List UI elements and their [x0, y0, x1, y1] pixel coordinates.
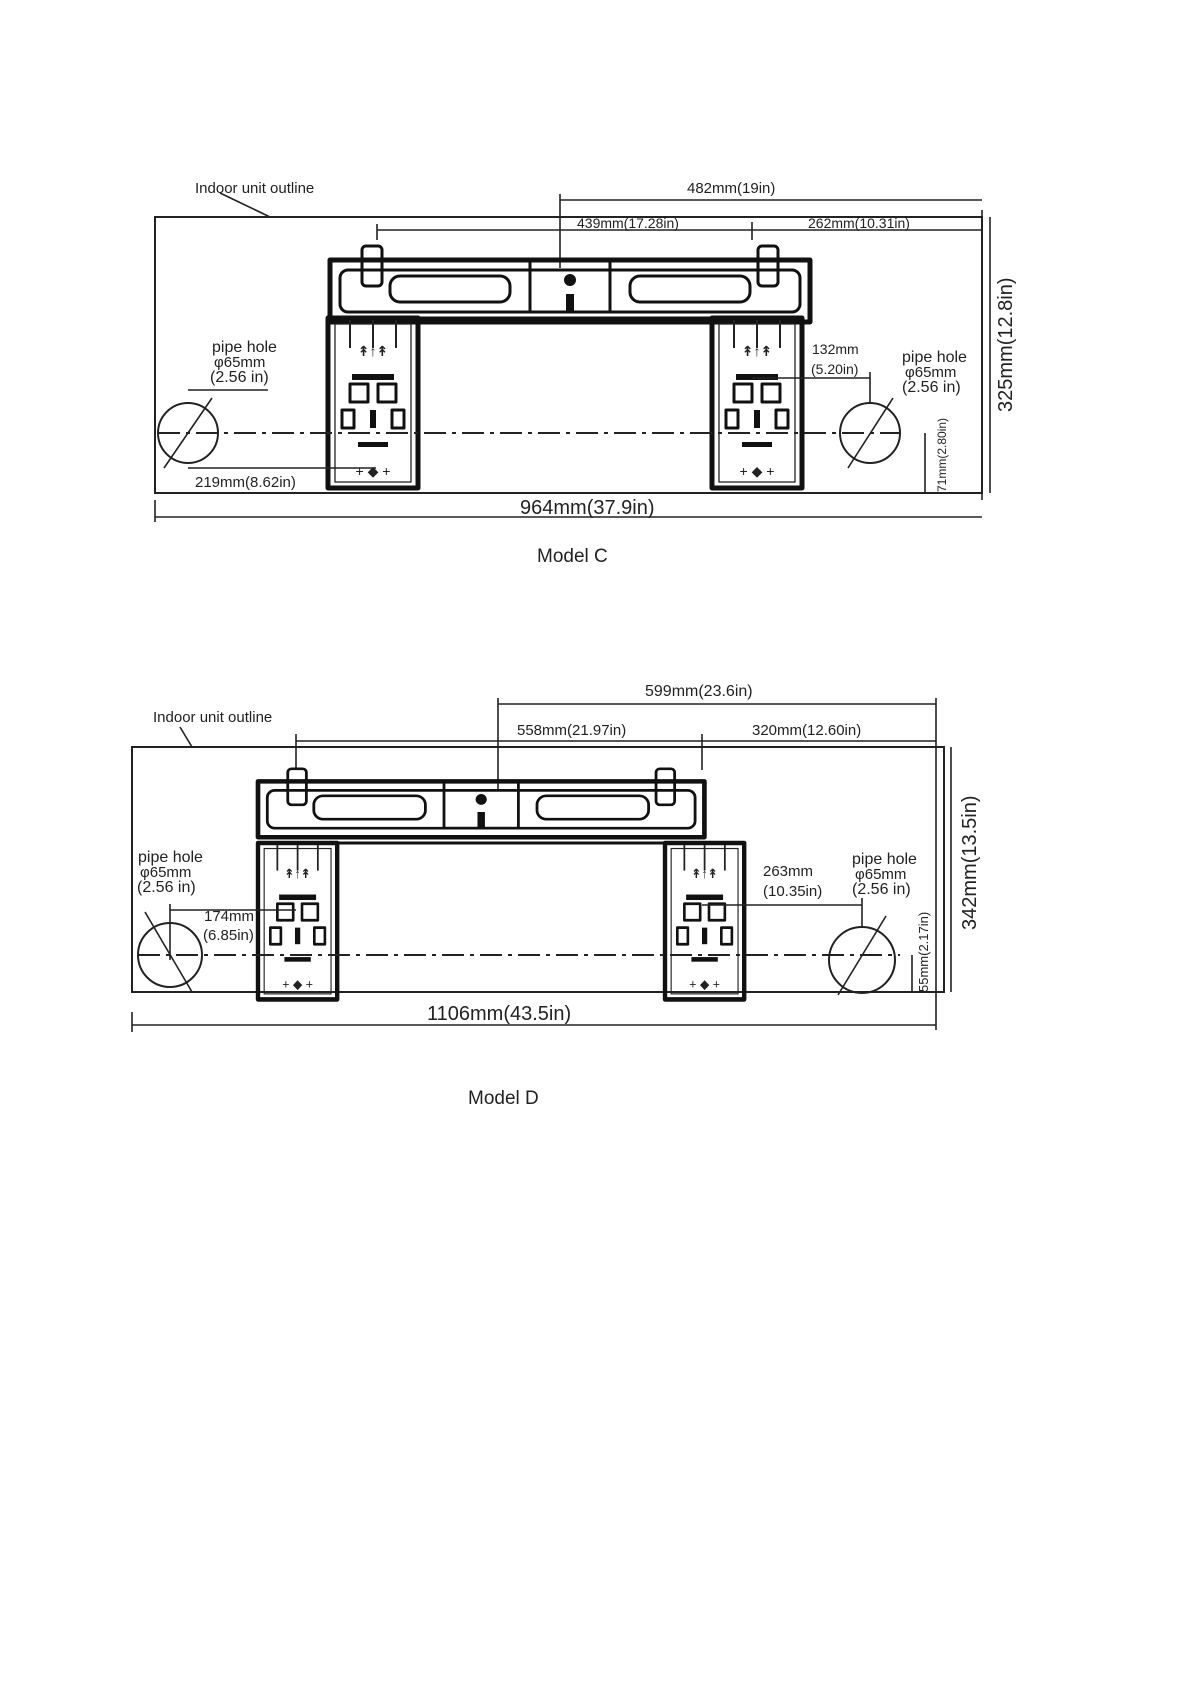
dim-left-hole-mm: 174mm	[204, 908, 254, 925]
left-pipe-label: pipe hole	[138, 849, 203, 866]
right-pipe-inch: (2.56 in)	[852, 881, 911, 898]
dim-right-hole-in: (5.20in)	[811, 361, 858, 377]
dim-width: 964mm(37.9in)	[520, 497, 655, 519]
right-pipe-inch: (2.56 in)	[902, 379, 961, 396]
bracket-right-leg	[712, 318, 802, 488]
bracket-left-leg	[328, 318, 418, 488]
dim-left-hole: 219mm(8.62in)	[195, 474, 296, 491]
dim-height: 325mm(12.8in)	[995, 277, 1017, 412]
right-pipe-label: pipe hole	[902, 349, 967, 366]
bracket-right-leg	[665, 843, 744, 999]
dim-left-hole-in: (6.85in)	[203, 927, 254, 944]
dim-top-left: 439mm(17.28in)	[577, 215, 679, 231]
outline-leader	[179, 726, 193, 748]
outline-label: Indoor unit outline	[153, 709, 272, 726]
dim-hole-height: 71mm(2.80in)	[935, 418, 949, 492]
bracket-top-rail	[258, 769, 704, 837]
model-label: Model D	[468, 1088, 539, 1109]
bracket-top-rail	[330, 246, 810, 322]
dim-right-hole-in: (10.35in)	[763, 883, 822, 900]
left-pipe-dia: φ65mm	[214, 354, 265, 371]
dim-top-overall: 599mm(23.6in)	[645, 683, 753, 700]
dim-top-right: 320mm(12.60in)	[752, 722, 861, 739]
model-d-drawing: Indoor unit outline 599mm(23.6in) 558mm(…	[131, 683, 981, 1109]
left-pipe-inch: (2.56 in)	[137, 879, 196, 896]
dim-right-hole-mm: 132mm	[812, 341, 859, 357]
indoor-unit-outline	[131, 746, 945, 993]
dim-top-right: 262mm(10.31in)	[808, 215, 910, 231]
dim-top-overall: 482mm(19in)	[687, 180, 775, 197]
right-pipe-dia: φ65mm	[855, 866, 906, 883]
outline-label: Indoor unit outline	[195, 180, 314, 197]
model-label: Model C	[537, 546, 608, 567]
right-pipe-label: pipe hole	[852, 851, 917, 868]
model-c-drawing: Indoor unit outline 482mm(19in) 439mm(17…	[154, 180, 1017, 567]
right-pipe-dia: φ65mm	[905, 364, 956, 381]
dim-width: 1106mm(43.5in)	[427, 1003, 571, 1025]
dim-top-left: 558mm(21.97in)	[517, 722, 626, 739]
dim-height: 342mm(13.5in)	[959, 795, 981, 930]
right-pipe-hole	[828, 926, 896, 994]
bracket-left-leg	[258, 843, 337, 999]
dim-hole-height: 55mm(2.17in)	[916, 912, 931, 992]
outline-leader	[219, 192, 271, 218]
dim-right-hole-mm: 263mm	[763, 863, 813, 880]
left-pipe-label: pipe hole	[212, 339, 277, 356]
left-pipe-dia: φ65mm	[140, 864, 191, 881]
left-pipe-inch: (2.56 in)	[210, 369, 269, 386]
